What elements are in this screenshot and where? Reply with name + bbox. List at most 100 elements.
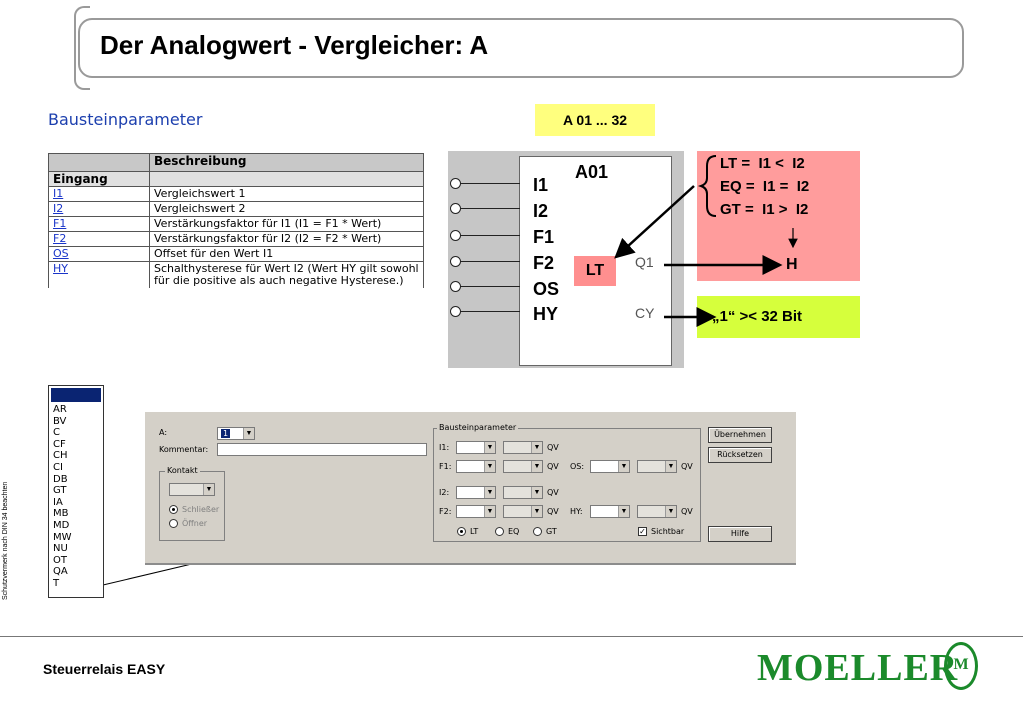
i2-label: I2: [439,488,450,497]
eq-radio[interactable] [495,527,504,536]
f1-constant-select[interactable]: ▼ [503,460,543,473]
param-desc: Schalthysterese für Wert I2 (Wert HY gil… [149,261,424,288]
oeffner-radio[interactable] [169,519,178,528]
a-number-select[interactable]: 1 ▼ [217,427,255,440]
dropdown-option[interactable]: DB [53,473,68,485]
table-header-row: Beschreibung [48,153,424,172]
param-link-f1[interactable]: F1 [48,216,150,232]
pin-label-hy: HY [533,304,559,324]
kommentar-input[interactable] [217,443,427,456]
param-link-i2[interactable]: I2 [48,201,150,217]
table-group-blank [149,171,424,187]
output-h: H [786,256,798,273]
checkmark-icon: ✓ [639,527,646,536]
gt-radio[interactable] [533,527,542,536]
dropdown-option[interactable]: NU [53,543,68,555]
i2-constant-select[interactable]: ▼ [503,486,543,499]
chevron-down-icon: ▼ [531,487,542,498]
title-frame [78,18,964,78]
pin-line-i1 [460,183,520,184]
pin-circle-icon [450,203,461,214]
chevron-down-icon: ▼ [618,461,629,472]
chevron-down-icon: ▼ [484,487,495,498]
param-link-i1[interactable]: I1 [48,186,150,202]
table-row: F2 Verstärkungsfaktor für I2 (I2 = F2 * … [48,231,424,247]
f2-label: F2: [439,507,452,516]
kontakt-select[interactable]: ▼ [169,483,215,496]
pin-circle-icon [450,281,461,292]
i2-qv-label: QV [547,488,559,497]
hy-constant-select[interactable]: ▼ [637,505,677,518]
param-desc: Vergleichswert 2 [149,201,424,217]
param-link-f2[interactable]: F2 [48,231,150,247]
dropdown-option[interactable]: QA [53,566,68,578]
lt-radio[interactable] [457,527,466,536]
f1-select[interactable]: ▼ [456,460,496,473]
pin-line-os [460,286,520,287]
dropdown-option[interactable]: MD [53,519,70,531]
hy-select[interactable]: ▼ [590,505,630,518]
pin-circle-icon [450,306,461,317]
i2-select[interactable]: ▼ [456,486,496,499]
oeffner-label: Öffner [182,519,208,528]
os-constant-select[interactable]: ▼ [637,460,677,473]
dropdown-option[interactable]: IA [53,496,63,508]
dropdown-option[interactable]: CI [53,461,63,473]
ruecksetzen-button[interactable]: Rücksetzen [708,447,772,463]
dropdown-option[interactable]: BV [53,415,67,427]
param-desc: Vergleichswert 1 [149,186,424,202]
pin-label-i2: I2 [533,201,549,221]
kontakt-label: Kontakt [165,466,200,475]
f2-select[interactable]: ▼ [456,505,496,518]
dropdown-option[interactable]: CH [53,450,68,462]
uebernehmen-button[interactable]: Übernehmen [708,427,772,443]
pin-line-i2 [460,208,520,209]
footer-divider [0,636,1023,637]
chevron-down-icon: ▼ [531,461,542,472]
dropdown-option[interactable]: CF [53,438,66,450]
table-row: F1 Verstärkungsfaktor für I1 (I1 = F1 * … [48,216,424,232]
comparison-eq: EQ = I1 = I2 [720,178,810,195]
dropdown-option[interactable]: OT [53,554,67,566]
pin-label-f2: F2 [533,253,555,273]
logo-emblem-icon: M [944,642,978,690]
dropdown-selected-row[interactable] [51,388,101,402]
i1-qv-label: QV [547,443,559,452]
os-select[interactable]: ▼ [590,460,630,473]
side-note: Schutzvermerk nach DIN 34 beachten [2,481,9,600]
chevron-down-icon: ▼ [243,428,254,439]
schliesser-radio[interactable] [169,505,178,514]
schliesser-label: Schließer [182,505,220,514]
i1-constant-select[interactable]: ▼ [503,441,543,454]
i1-label: I1: [439,443,450,452]
block-type-dropdown-list[interactable]: AR BV C CF CH CI DB GT IA MB MD MW NU OT… [48,385,104,598]
dropdown-option[interactable]: T [53,577,60,589]
hy-label: HY: [570,507,583,516]
lt-label: LT [470,527,479,536]
dropdown-option[interactable]: MW [53,531,72,543]
mode-box: LT [574,256,616,286]
param-desc: Verstärkungsfaktor für I1 (I1 = F1 * Wer… [149,216,424,232]
logo-wordmark: MOELLER [757,647,959,689]
table-group-label: Eingang [48,171,150,187]
f2-constant-select[interactable]: ▼ [503,505,543,518]
hy-qv-label: QV [681,507,693,516]
sichtbar-checkbox[interactable]: ✓ [638,527,647,536]
bit-text: „1“ >< 32 Bit [712,308,803,325]
dropdown-option[interactable]: C [53,427,60,439]
comparison-lt: LT = I1 < I2 [720,155,805,172]
comparison-gt: GT = I1 > I2 [720,201,809,218]
eq-label: EQ [508,527,520,536]
chevron-down-icon: ▼ [484,506,495,517]
param-link-os[interactable]: OS [48,246,150,262]
chevron-down-icon: ▼ [665,506,676,517]
i1-select[interactable]: ▼ [456,441,496,454]
kommentar-label: Kommentar: [159,445,209,454]
pin-label-i1: I1 [533,175,549,195]
dropdown-option[interactable]: AR [53,404,67,415]
dropdown-option[interactable]: MB [53,508,69,520]
dropdown-option[interactable]: GT [53,485,67,497]
hilfe-button[interactable]: Hilfe [708,526,772,542]
param-link-hy[interactable]: HY [48,261,150,288]
table-header-blank [48,153,150,172]
